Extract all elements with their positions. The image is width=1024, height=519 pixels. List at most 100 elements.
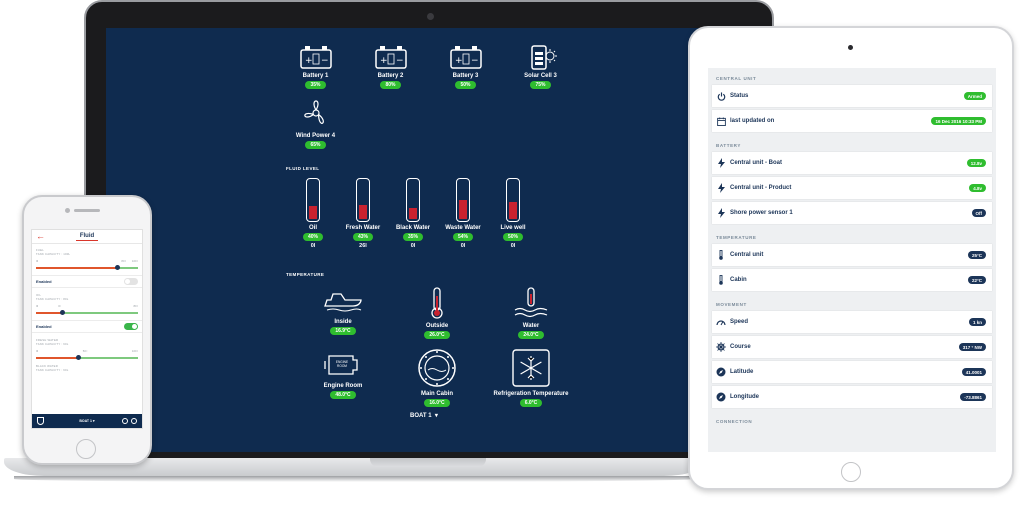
temp-value-badge: 26.0°C: [424, 331, 450, 339]
slider-fill: [36, 312, 63, 314]
battery-label: Central unit - Product: [730, 185, 792, 191]
temperature-label: Central unit: [730, 252, 764, 258]
oil-slider[interactable]: [36, 308, 138, 316]
fresh-water-label: FRESH WATER: [36, 338, 59, 342]
tick-label: 100 l: [131, 259, 138, 263]
tick-label: 80 l: [133, 304, 138, 308]
power-value-badge: 65%: [305, 141, 326, 149]
tick-label: 80 l: [121, 259, 126, 263]
laptop-base: [0, 458, 1024, 488]
help-icon[interactable]: [131, 418, 137, 424]
tick-label: 0l: [36, 259, 39, 263]
fresh-water-slider[interactable]: [36, 353, 138, 361]
status-badge: Armed: [963, 92, 986, 100]
last-updated-label: last updated on: [730, 118, 775, 124]
phone-home-button: [76, 439, 96, 459]
temp-tile-refrigeration[interactable]: Refrigeration Temperature 6.0°C: [484, 348, 578, 407]
temp-tile-engine-room[interactable]: ENGINE ROOM Engine Room 48.0°C: [296, 348, 390, 407]
movement-row-course[interactable]: Course 317 ° NW: [712, 336, 992, 358]
settings-icon[interactable]: [122, 418, 128, 424]
movement-row-longitude[interactable]: Longitude -73.8861: [712, 386, 992, 408]
slider-knob[interactable]: [60, 310, 66, 315]
fluid-label: Live well: [500, 225, 526, 231]
calendar-icon: [716, 116, 726, 126]
phone-fluid-screen: ← Fluid FUEL TANK CAPACITY : 100L 0l 80 …: [31, 229, 143, 429]
temp-tile-outside[interactable]: Outside 26.0°C: [390, 286, 484, 339]
movement-label: Latitude: [730, 369, 754, 375]
lightning-icon: [716, 183, 726, 193]
temp-label: Outside: [425, 323, 449, 329]
thermometer-icon: [716, 250, 726, 260]
slider-fill: [36, 357, 79, 359]
svg-text:+: +: [455, 56, 463, 66]
oil-ticks: 0l 0l 80 l: [36, 304, 138, 308]
fluid-volume: 0l: [310, 243, 316, 249]
last-updated-row[interactable]: last updated on 16 Dec 2016 10:33 PM: [712, 110, 992, 132]
fluid-tile-black-water[interactable]: Black Water 35% 0l: [388, 178, 438, 249]
fluid-tile-fresh-water[interactable]: Fresh Water 43% 26l: [338, 178, 388, 249]
fuel-slider[interactable]: [36, 263, 138, 271]
power-value-badge: 50%: [455, 81, 476, 89]
slider-knob[interactable]: [115, 265, 121, 270]
fluid-tile-waste-water[interactable]: Waste Water 54% 0l: [438, 178, 488, 249]
power-tile-battery-2[interactable]: +− Battery 2 80%: [353, 44, 428, 89]
tank-fill: [509, 202, 517, 219]
phone-boat-selector[interactable]: BOAT 1: [79, 419, 92, 423]
fresh-water-ticks: 0l 50 l 100 l: [36, 349, 138, 353]
fuel-capacity: TANK CAPACITY : 100L: [36, 252, 71, 256]
power-icon: [716, 91, 726, 101]
temp-value-badge: 16.9°C: [330, 327, 356, 335]
temp-tile-main-cabin[interactable]: Main Cabin 16.0°C: [390, 348, 484, 407]
fuel-label: FUEL: [36, 248, 44, 252]
fluid-value-badge: 50%: [502, 233, 523, 241]
movement-row-latitude[interactable]: Latitude 41.0001: [712, 361, 992, 383]
movement-row-speed[interactable]: Speed 1 kn: [712, 311, 992, 333]
power-tile-battery-3[interactable]: +− Battery 3 50%: [428, 44, 503, 89]
laptop-trackpad-notch: [370, 458, 486, 467]
boat-selector[interactable]: BOAT 1 ▾: [410, 412, 438, 419]
laptop-dashboard: +− Battery 1 35% +− Battery 2 80% +− Bat…: [106, 28, 754, 452]
oil-capacity: TANK CAPACITY : 80L: [36, 297, 69, 301]
temp-label: Engine Room: [323, 383, 363, 389]
svg-text:−: −: [396, 56, 404, 66]
temperature-badge: 22°C: [967, 276, 986, 284]
slider-knob[interactable]: [76, 355, 82, 360]
oil-enabled-toggle[interactable]: [124, 323, 138, 330]
compass-icon: [716, 367, 726, 377]
tank-gauge: [456, 178, 470, 222]
phone-header: ← Fluid: [32, 230, 142, 244]
tablet: CENTRAL UNIT Status Armed last updated o…: [688, 26, 1014, 490]
tick-label: 50 l: [82, 349, 88, 353]
battery-row-central-product[interactable]: Central unit - Product 4.8v: [712, 177, 992, 199]
temp-tile-water[interactable]: Water 24.0°C: [484, 286, 578, 339]
temp-tile-inside[interactable]: Inside 16.9°C: [296, 286, 390, 339]
lightning-icon: [716, 158, 726, 168]
fresh-water-capacity: TANK CAPACITY : 60L: [36, 342, 69, 346]
temperature-row-cabin[interactable]: Cabin 22°C: [712, 269, 992, 291]
fuel-enabled-toggle[interactable]: [124, 278, 138, 285]
status-row[interactable]: Status Armed: [712, 85, 992, 107]
power-tile-battery-1[interactable]: +− Battery 1 35%: [278, 44, 353, 89]
tank-gauge: [306, 178, 320, 222]
tablet-camera: [848, 45, 853, 50]
battery-row-central-boat[interactable]: Central unit - Boat 12.8v: [712, 152, 992, 174]
fluid-value-badge: 35%: [402, 233, 423, 241]
power-tile-solar-cell-3[interactable]: Solar Cell 3 75%: [503, 44, 578, 89]
temp-value-badge: 16.0°C: [424, 399, 450, 407]
chevron-down-icon: ▾: [433, 413, 438, 419]
movement-badge: 41.0001: [961, 368, 986, 376]
battery-row-shore-power[interactable]: Shore power sensor 1 Off: [712, 202, 992, 224]
movement-label: Speed: [730, 319, 749, 325]
snowflake-icon: [512, 349, 550, 387]
temp-label: Refrigeration Temperature: [493, 391, 569, 397]
tank-fill: [309, 206, 317, 219]
fluid-tile-oil[interactable]: Oil 40% 0l: [288, 178, 338, 249]
power-tile-wind-power-4[interactable]: Wind Power 4 65%: [278, 96, 353, 149]
power-row: +− Battery 1 35% +− Battery 2 80% +− Bat…: [278, 44, 578, 89]
black-water-capacity: TANK CAPACITY : 60L: [36, 368, 69, 372]
power-label: Wind Power 4: [295, 133, 336, 139]
temp-label: Main Cabin: [420, 391, 453, 397]
fluid-tile-live-well[interactable]: Live well 50% 0l: [488, 178, 538, 249]
temperature-row-central-unit[interactable]: Central unit 25°C: [712, 244, 992, 266]
